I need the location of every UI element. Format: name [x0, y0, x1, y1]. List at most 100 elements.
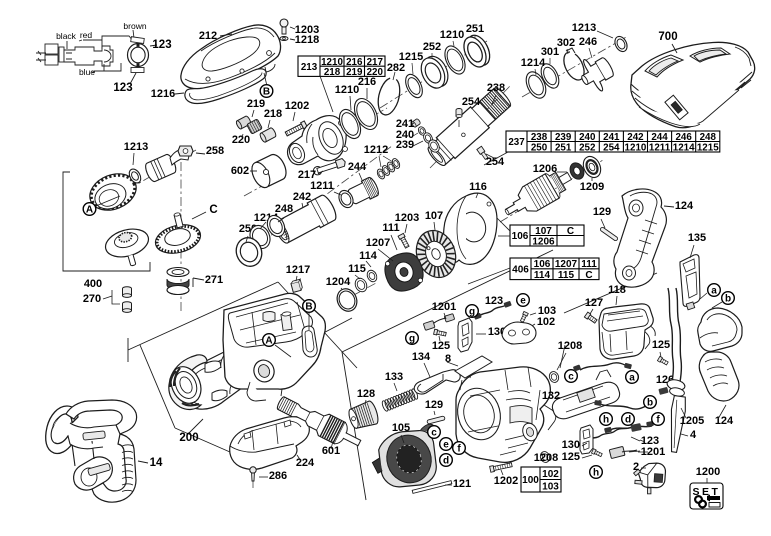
svg-text:103: 103 — [542, 481, 559, 492]
svg-text:2: 2 — [633, 461, 639, 473]
svg-text:102: 102 — [537, 316, 555, 328]
svg-text:1218: 1218 — [295, 34, 319, 46]
svg-text:100: 100 — [522, 475, 539, 486]
svg-text:1207: 1207 — [366, 237, 390, 249]
svg-text:302: 302 — [557, 37, 575, 49]
svg-text:406: 406 — [512, 265, 529, 276]
svg-text:111: 111 — [581, 259, 597, 270]
svg-text:124: 124 — [675, 200, 694, 212]
svg-text:1202: 1202 — [285, 100, 309, 112]
svg-text:1214: 1214 — [521, 57, 546, 69]
svg-text:1208: 1208 — [558, 340, 582, 352]
svg-text:1203: 1203 — [395, 212, 419, 224]
svg-text:135: 135 — [688, 232, 706, 244]
svg-text:105: 105 — [392, 422, 410, 434]
svg-text:1217: 1217 — [286, 264, 310, 276]
svg-text:103: 103 — [538, 305, 556, 317]
svg-text:SET: SET — [693, 486, 721, 498]
svg-text:C: C — [585, 270, 592, 281]
svg-text:216: 216 — [358, 76, 376, 88]
svg-text:8: 8 — [445, 353, 451, 365]
svg-text:251: 251 — [555, 142, 572, 153]
svg-text:1206: 1206 — [532, 236, 555, 247]
svg-text:250: 250 — [531, 142, 548, 153]
svg-text:602: 602 — [231, 165, 249, 177]
svg-text:1200: 1200 — [696, 466, 720, 478]
svg-text:239: 239 — [396, 139, 414, 151]
svg-text:B: B — [263, 87, 270, 98]
svg-text:238: 238 — [487, 82, 505, 94]
svg-text:1213: 1213 — [124, 141, 148, 153]
svg-text:218: 218 — [264, 108, 282, 120]
svg-text:242: 242 — [627, 132, 644, 143]
svg-text:212: 212 — [199, 30, 217, 42]
svg-text:125: 125 — [562, 451, 580, 463]
svg-text:B: B — [305, 302, 312, 313]
svg-text:254: 254 — [462, 96, 481, 108]
svg-text:217: 217 — [367, 57, 384, 68]
svg-text:213: 213 — [301, 62, 318, 73]
svg-text:114: 114 — [534, 270, 551, 281]
svg-text:124: 124 — [715, 415, 734, 427]
svg-text:601: 601 — [322, 445, 340, 457]
svg-text:270: 270 — [83, 293, 101, 305]
svg-text:129: 129 — [425, 399, 443, 411]
svg-text:246: 246 — [579, 36, 597, 48]
svg-text:246: 246 — [675, 132, 692, 143]
svg-text:241: 241 — [603, 132, 620, 143]
svg-text:240: 240 — [396, 129, 414, 141]
svg-text:248: 248 — [700, 132, 717, 143]
svg-text:127: 127 — [585, 297, 603, 309]
svg-text:216: 216 — [346, 57, 363, 68]
svg-text:282: 282 — [387, 62, 405, 74]
svg-text:254: 254 — [486, 156, 505, 168]
svg-text:106: 106 — [512, 231, 529, 242]
svg-text:d: d — [625, 415, 631, 426]
svg-text:1207: 1207 — [555, 259, 578, 270]
svg-text:102: 102 — [542, 469, 559, 480]
svg-text:a: a — [629, 373, 635, 384]
svg-text:blue: blue — [79, 67, 95, 77]
svg-text:c: c — [568, 372, 574, 383]
svg-text:c: c — [431, 428, 437, 439]
svg-text:132: 132 — [542, 390, 560, 402]
svg-text:129: 129 — [593, 206, 611, 218]
svg-text:C: C — [209, 204, 217, 216]
svg-text:1201: 1201 — [641, 446, 665, 458]
svg-text:1205: 1205 — [680, 415, 704, 427]
svg-text:254: 254 — [603, 142, 620, 153]
svg-text:114: 114 — [359, 250, 378, 262]
svg-text:248: 248 — [275, 203, 293, 215]
svg-text:241: 241 — [396, 118, 414, 130]
svg-text:1213: 1213 — [572, 22, 596, 34]
svg-text:1211: 1211 — [649, 142, 671, 153]
svg-text:224: 224 — [296, 457, 315, 469]
svg-text:e: e — [520, 296, 526, 307]
svg-text:125: 125 — [652, 339, 670, 351]
svg-text:134: 134 — [412, 351, 431, 363]
svg-text:121: 121 — [453, 478, 471, 490]
svg-text:1212: 1212 — [364, 144, 388, 156]
svg-text:244: 244 — [651, 132, 668, 143]
svg-text:128: 128 — [357, 388, 375, 400]
svg-text:1216: 1216 — [151, 88, 175, 100]
svg-text:b: b — [647, 398, 653, 409]
svg-text:301: 301 — [541, 46, 559, 58]
svg-text:1203: 1203 — [295, 24, 319, 36]
svg-text:1210: 1210 — [335, 84, 359, 96]
svg-text:1208: 1208 — [534, 452, 558, 464]
svg-text:130: 130 — [562, 439, 580, 451]
svg-text:g: g — [409, 334, 415, 345]
svg-text:115: 115 — [558, 270, 575, 281]
svg-text:125: 125 — [432, 340, 450, 352]
svg-text:200: 200 — [179, 432, 198, 444]
svg-text:252: 252 — [423, 41, 441, 53]
svg-text:252: 252 — [579, 142, 596, 153]
svg-text:e: e — [443, 440, 449, 451]
svg-text:220: 220 — [367, 67, 384, 78]
svg-text:242: 242 — [293, 191, 311, 203]
svg-text:A: A — [86, 205, 93, 216]
svg-text:4: 4 — [690, 429, 697, 441]
svg-text:f: f — [656, 415, 660, 426]
svg-text:217: 217 — [298, 169, 316, 181]
